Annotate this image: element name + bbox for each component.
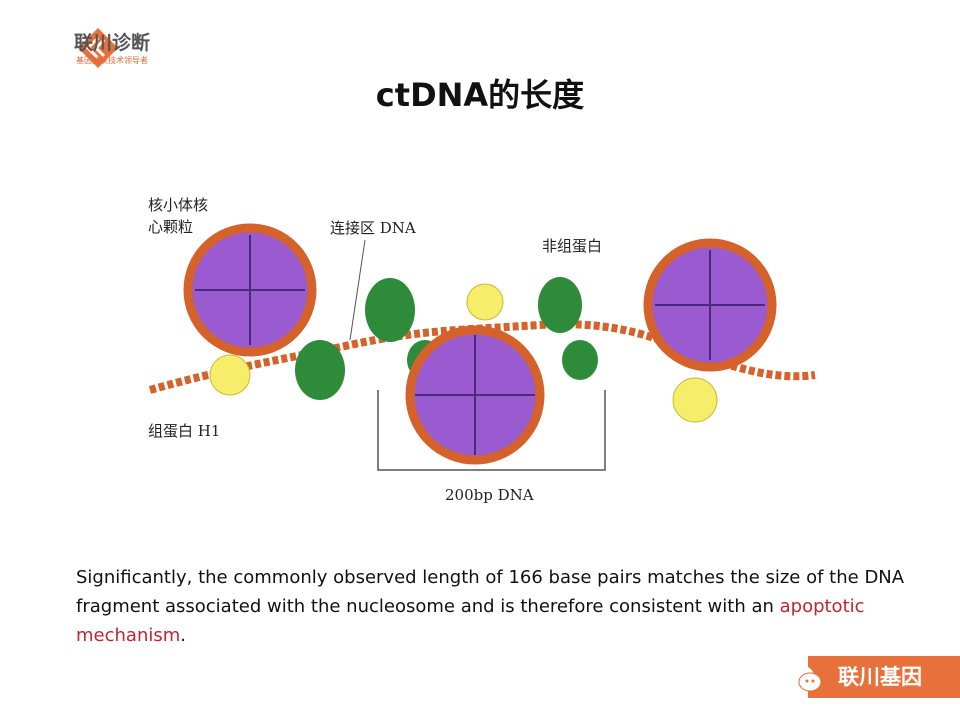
label-core-particle-1: 核小体核 — [148, 196, 209, 214]
nucleosome-illustration — [148, 223, 816, 471]
logo-icon — [78, 28, 118, 68]
wechat-icon — [786, 665, 822, 692]
slide-title: ctDNA的长度 — [375, 76, 585, 114]
logo-tagline: 基因捕获技术领导者 — [76, 56, 148, 65]
caption-end: . — [180, 625, 186, 646]
nucleosome-cores — [183, 223, 777, 465]
histone-h1 — [209, 283, 718, 423]
caption-highlight: apoptotic mechanism — [76, 596, 865, 646]
label-nonhistone: 非组蛋白 — [542, 237, 603, 255]
label-200bp: 200bp DNA — [445, 486, 534, 504]
label-core-particle-2: 心颗粒 — [148, 218, 194, 236]
caption-text: Significantly, the commonly observed len… — [76, 567, 905, 617]
watermark: 联川基因 — [808, 656, 960, 698]
logo-name: 联川诊断 — [74, 32, 151, 54]
label-histone-h1: 组蛋白 H1 — [148, 422, 221, 440]
caption: Significantly, the commonly observed len… — [76, 563, 926, 650]
nucleosome-diagram: 核小体核 心颗粒 连接区 DNA 非组蛋白 组蛋白 H1 200bp DNA — [140, 180, 830, 520]
label-linker-dna: 连接区 DNA — [330, 219, 416, 237]
